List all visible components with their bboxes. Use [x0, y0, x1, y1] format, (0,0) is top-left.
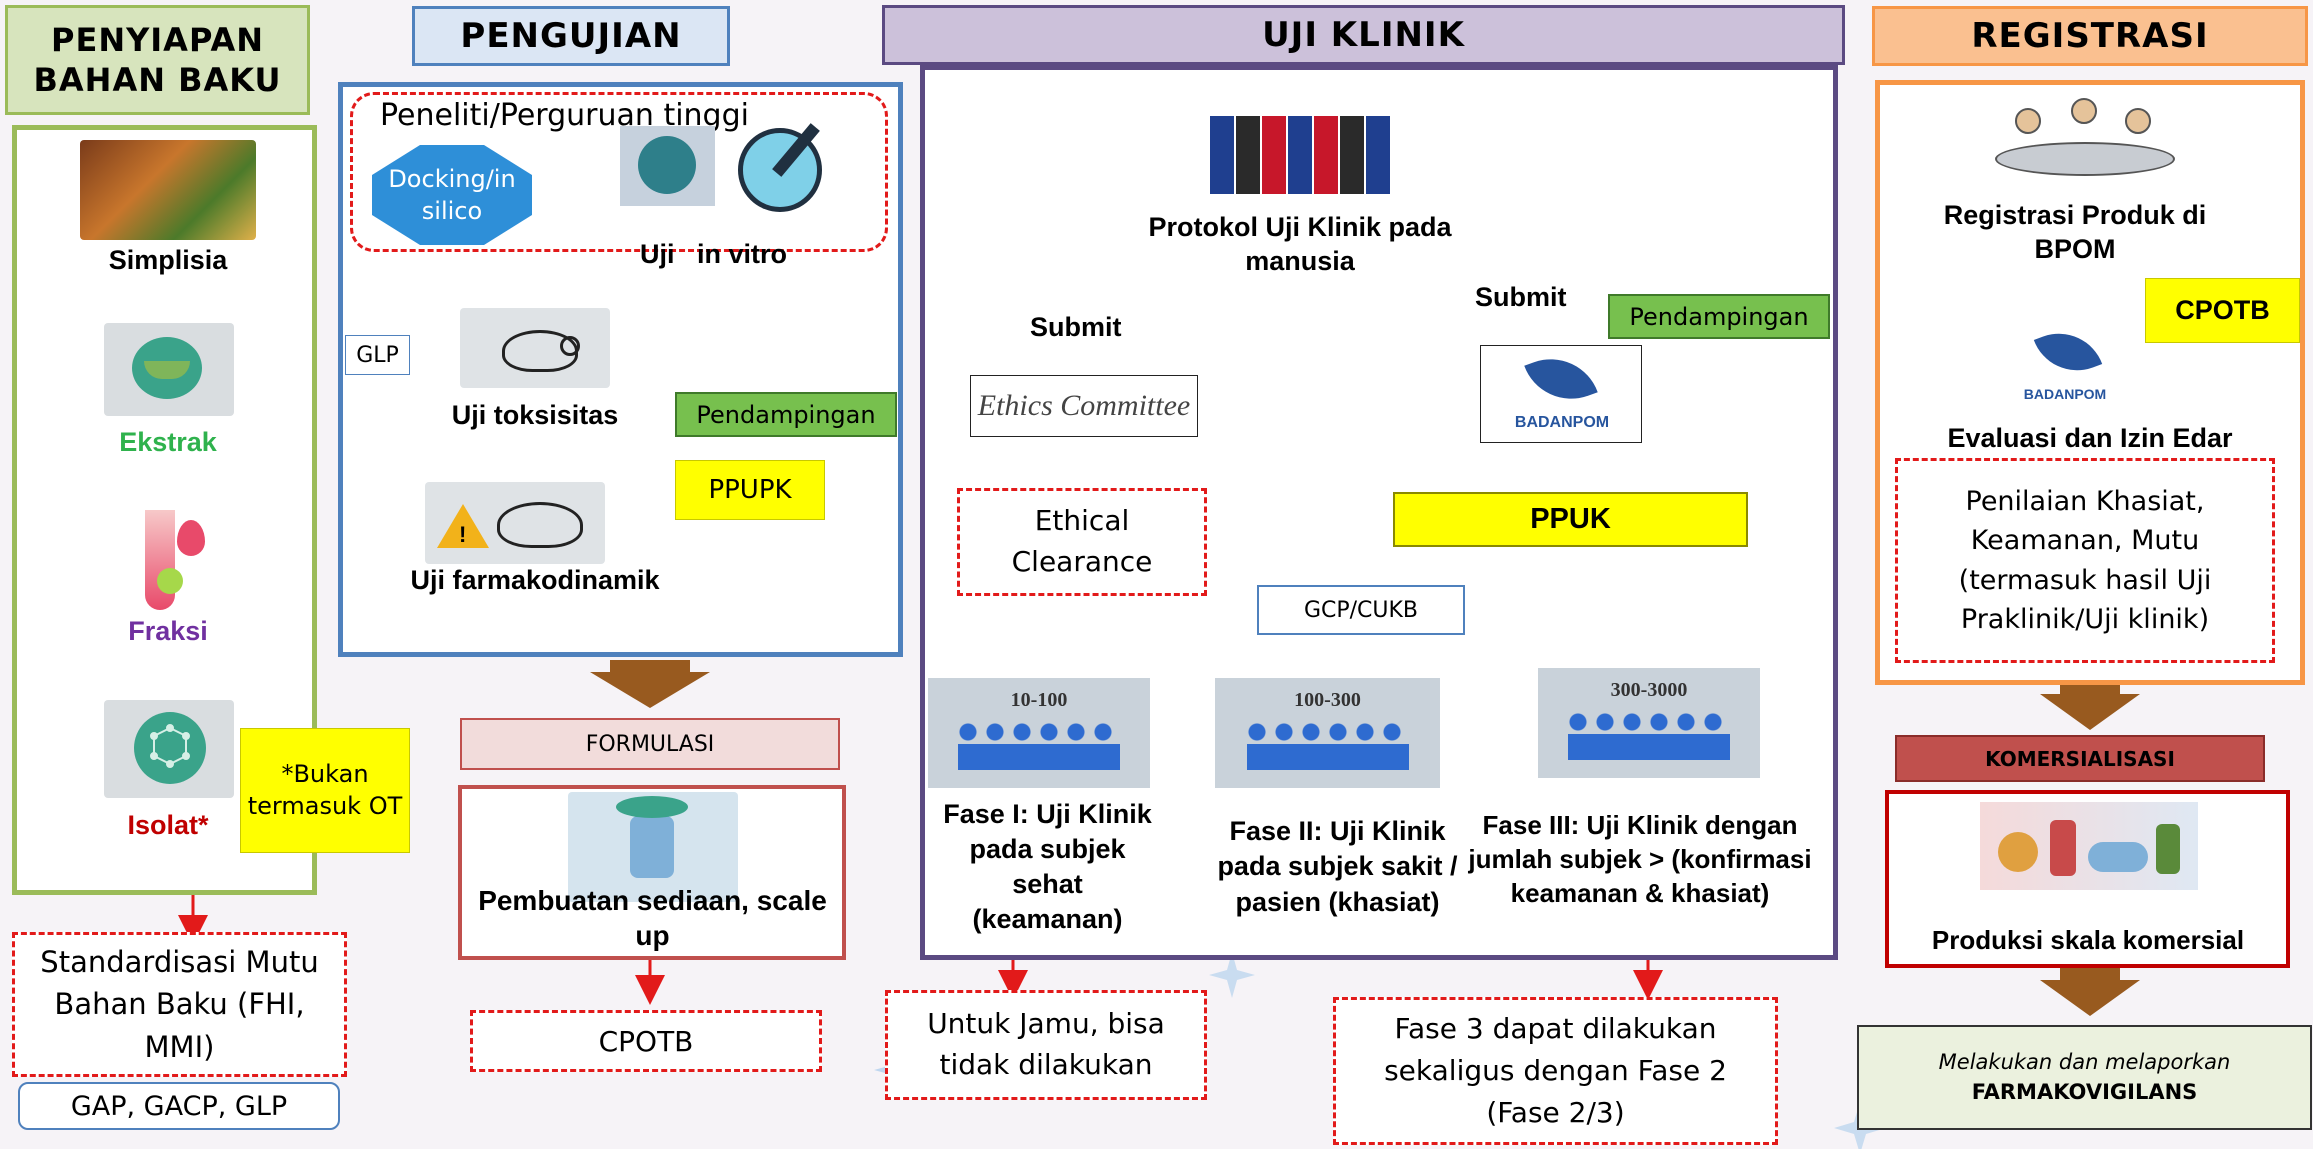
komersialisasi-header: KOMERSIALISASI — [1895, 735, 2265, 782]
cpotb-box-pengujian: CPOTB — [470, 1010, 822, 1072]
jamu-note-box: Untuk Jamu, bisa tidak dilakukan — [885, 990, 1207, 1100]
bukan-ot-note: *Bukan termasuk OT — [240, 728, 410, 853]
phase1-people-icon: 10-100 — [928, 678, 1150, 788]
molecule-icon — [104, 700, 234, 798]
badanpom-logo-klinik: BADANPOM — [1480, 345, 1642, 443]
standardisasi-box: Standardisasi Mutu Bahan Baku (FHI, MMI) — [12, 932, 347, 1077]
warning-rat-icon: ! — [425, 482, 605, 564]
mortar-icon — [104, 323, 234, 416]
big-arrow-formulasi — [590, 660, 710, 708]
formulation-icon — [568, 792, 738, 902]
isolat-label: Isolat* — [127, 809, 209, 840]
formulasi-header: FORMULASI — [460, 718, 840, 770]
binders-icon — [1210, 108, 1400, 200]
farmakodinamik-label: Uji farmakodinamik — [410, 565, 660, 595]
simplisia-image — [80, 140, 256, 240]
phase3-people-icon: 300-3000 — [1538, 668, 1760, 778]
in-vitro-label: Uji in vitro — [640, 239, 788, 269]
header-uji-klinik: UJI KLINIK — [882, 5, 1845, 65]
protokol-label: Protokol Uji Klinik pada manusia — [1148, 211, 1452, 276]
penilaian-box: Penilaian Khasiat, Keamanan, Mutu (terma… — [1895, 458, 2275, 663]
glp-label: GLP — [345, 335, 410, 375]
farmakovigilans-box: Melakukan dan melaporkan FARMAKOVIGILANS — [1857, 1025, 2312, 1130]
formulasi-text: Pembuatan sediaan, scale up — [478, 884, 827, 951]
phase1-label: Fase I: Uji Klinik pada subjek sehat (ke… — [943, 798, 1152, 935]
ekstrak-label: Ekstrak — [119, 426, 217, 457]
submit-left-label: Submit — [1030, 312, 1122, 342]
medicine-products-icon — [1980, 802, 2198, 890]
ethical-clearance-box: Ethical Clearance — [957, 488, 1207, 596]
big-arrow-farmako — [2040, 968, 2140, 1016]
header-pengujian: PENGUJIAN — [412, 6, 730, 66]
fase3-note-box: Fase 3 dapat dilakukan sekaligus dengan … — [1333, 997, 1778, 1145]
microscope-icon — [620, 126, 715, 206]
pendampingan-badge-klinik: Pendampingan — [1608, 294, 1830, 339]
phase2-label: Fase II: Uji Klinik pada subjek sakit / … — [1217, 816, 1458, 917]
evaluasi-label: Evaluasi dan Izin Edar — [1947, 422, 2233, 453]
gcp-cukb-label: GCP/CUKB — [1257, 585, 1465, 635]
pendampingan-badge-pengujian: Pendampingan — [675, 392, 897, 437]
big-arrow-komersialisasi — [2040, 682, 2140, 730]
gap-label: GAP, GACP, GLP — [18, 1082, 340, 1130]
badanpom-logo-registrasi: BADANPOM — [2000, 320, 2130, 410]
ppupk-badge: PPUPK — [675, 460, 825, 520]
simplisia-label: Simplisia — [108, 244, 228, 275]
fraksi-label: Fraksi — [128, 615, 208, 646]
header-registrasi: REGISTRASI — [1872, 6, 2308, 66]
ppuk-badge: PPUK — [1393, 492, 1748, 547]
phase3-label: Fase III: Uji Klinik dengan jumlah subje… — [1468, 810, 1812, 908]
test-tube-icon — [135, 510, 225, 620]
registrasi-produk-label: Registrasi Produk di BPOM — [1943, 200, 2207, 264]
ethics-committee-logo: Ethics Committee — [970, 375, 1198, 437]
petri-dish-icon — [730, 120, 830, 212]
submit-right-label: Submit — [1475, 282, 1567, 312]
docking-in-silico: Docking/in silico — [372, 145, 532, 245]
header-penyiapan-bahan-baku: PENYIAPAN BAHAN BAKU — [5, 5, 310, 115]
phase2-people-icon: 100-300 — [1215, 678, 1440, 788]
toksisitas-label: Uji toksisitas — [451, 400, 619, 430]
produksi-label: Produksi skala komersial — [1931, 924, 2245, 955]
cpotb-badge-registrasi: CPOTB — [2145, 278, 2300, 343]
rat-icon — [460, 308, 610, 388]
meeting-icon — [1975, 90, 2190, 195]
